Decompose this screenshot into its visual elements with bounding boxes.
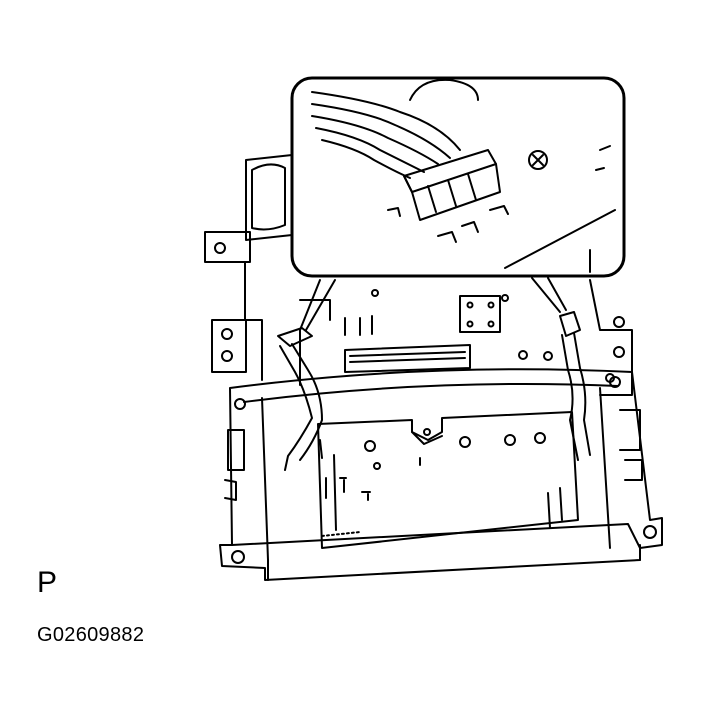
figure-code-label: G02609882 xyxy=(37,624,145,646)
callout-leaders xyxy=(299,277,567,331)
display-unit-frame xyxy=(219,368,663,581)
view-letter-label: P xyxy=(37,566,58,599)
left-wire-harness xyxy=(277,327,323,471)
circuit-board xyxy=(317,411,579,549)
right-wire-harness xyxy=(559,311,591,461)
connector-detail-callout xyxy=(290,76,626,278)
